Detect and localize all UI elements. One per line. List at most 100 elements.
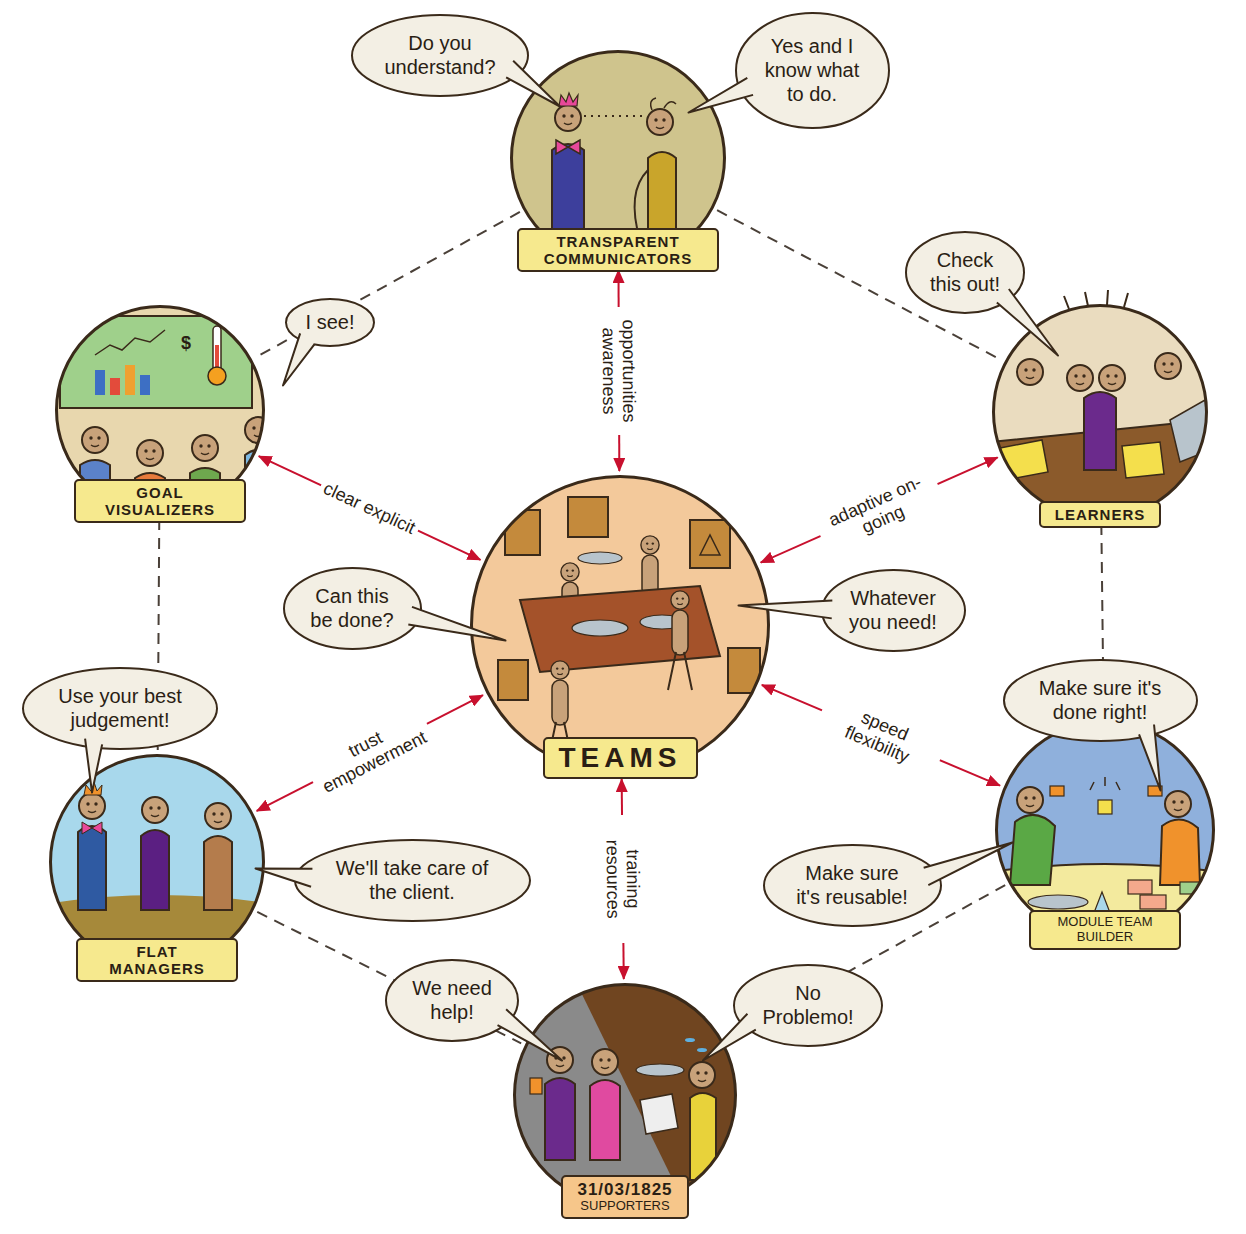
learners-scene-part [1122, 442, 1164, 478]
edge-label-holder: training resources [602, 815, 643, 943]
supporters-scene-part [685, 1038, 695, 1042]
communicators-scene-part [552, 144, 584, 230]
bubble-tail [498, 1009, 562, 1060]
learners-scene [990, 300, 1210, 530]
teams-scene-part [578, 552, 622, 564]
speech-bubble: Make sure it's done right! [1002, 658, 1199, 743]
teams-scene-part [641, 536, 659, 554]
teams-scene-part [551, 661, 569, 679]
teams-scene-part [561, 563, 579, 581]
speech-text: Make sure it's reusable! [792, 861, 912, 909]
bubble-tail [923, 842, 1012, 885]
dashed-link [257, 912, 521, 1043]
speech-bubble: I see! [284, 297, 376, 348]
edge-label: clear explicit [317, 476, 422, 539]
flat-scene-part [82, 822, 102, 834]
speech-text: Can this be done? [305, 584, 400, 632]
role-circle: GOAL VISUALIZERS [55, 305, 265, 515]
banner-label: 31/03/1825 [577, 1180, 672, 1200]
teams-scene-part [690, 520, 730, 568]
edge-label: opportunities awareness [599, 306, 640, 434]
arrow-connector [257, 695, 483, 811]
teams-scene-part [470, 475, 770, 775]
goal-scene-part [208, 367, 226, 385]
bubble-outline [282, 566, 423, 651]
supporters-scene-part [640, 1094, 678, 1134]
module-scene-part [1050, 786, 1064, 796]
label-holder: $ [181, 333, 191, 354]
learners-scene-part [1084, 392, 1116, 470]
edge-label-holder: adaptive on-going [813, 466, 946, 554]
edge-label-holder: clear explicit [317, 476, 422, 539]
goal-scene-part [110, 378, 120, 395]
bubble-tail [703, 1013, 756, 1060]
bubble-tail [688, 77, 753, 112]
module-scene [990, 715, 1220, 950]
learners-scene-part [1155, 353, 1181, 379]
module-scene-part [1010, 815, 1055, 885]
speech-text: Whatever you need! [836, 586, 951, 634]
bubble-tail [997, 288, 1058, 355]
banner-label: LEARNERS [1055, 506, 1146, 523]
communicators-scene-part [500, 40, 740, 280]
communicators-scene-part [648, 152, 676, 235]
bubble-border [284, 568, 421, 649]
speech-text: Make sure it's done right! [1025, 676, 1175, 724]
speech-text: Check this out! [920, 248, 1010, 296]
flat-scene-part [141, 830, 169, 910]
communicators-scene-part [556, 140, 580, 154]
speech-bubble: Check this out! [904, 230, 1026, 315]
supporters-scene-part [697, 1048, 707, 1052]
speech-bubble: Yes and I know what to do. [734, 11, 891, 130]
learners-scene-part [1099, 365, 1125, 391]
module-scene-part [1017, 787, 1043, 813]
speech-text: We'll take care of the client. [335, 856, 490, 904]
teams-scene-part [520, 586, 720, 672]
arrow-connector [762, 685, 1000, 786]
speech-bubble: Use your best judgement! [21, 666, 219, 751]
bubble-outline [350, 13, 530, 98]
goal-scene-part [140, 375, 150, 395]
bubble-border [736, 13, 889, 128]
module-scene-part [1160, 819, 1200, 885]
circle-border [51, 756, 264, 969]
bubble-border [386, 960, 518, 1041]
goal-scene-part [82, 427, 108, 453]
banner-label: GOAL VISUALIZERS [90, 484, 230, 519]
module-scene-part [1098, 800, 1112, 814]
circle-outline [995, 720, 1215, 940]
bubble-border [822, 570, 965, 651]
bubble-outline [293, 838, 532, 923]
flat-scene-part [78, 826, 106, 910]
circle-border [472, 477, 769, 774]
banner-label: TEAMS [559, 742, 682, 774]
bubble-border [23, 668, 217, 749]
flat-scene-part [142, 797, 168, 823]
communicators-scene-part [559, 93, 578, 106]
speech-bubble: Make sure it's reusable! [762, 843, 943, 928]
goal-scene-part [95, 330, 165, 355]
supporters-scene-part [690, 1093, 716, 1180]
supporters-scene-part [510, 980, 745, 1215]
speech-text: No Problemo! [753, 981, 863, 1029]
bubble-tail [1139, 724, 1160, 790]
chart-symbol: $ [181, 333, 191, 354]
bubble-border [734, 965, 882, 1046]
banner-ribbon: 31/03/1825SUPPORTERS [561, 1175, 688, 1219]
bubble-border [764, 845, 941, 926]
speech-text: Do you understand? [375, 31, 505, 79]
communicators-scene-part [651, 98, 676, 110]
module-scene-part [1165, 791, 1191, 817]
banner-label: TRANSPARENT COMMUNICATORS [533, 233, 703, 268]
banner-label: MODULE TEAM BUILDER [1045, 915, 1165, 945]
role-circle: MODULE TEAM BUILDER [995, 720, 1215, 940]
speech-bubble: Whatever you need! [820, 568, 967, 653]
module-scene-part [1028, 895, 1088, 909]
flat-scene-part [79, 793, 105, 819]
supporters-scene-part [530, 1078, 542, 1094]
circle-outline [470, 475, 770, 775]
communicators-scene-part [647, 109, 673, 135]
bubble-outline [1002, 658, 1199, 743]
